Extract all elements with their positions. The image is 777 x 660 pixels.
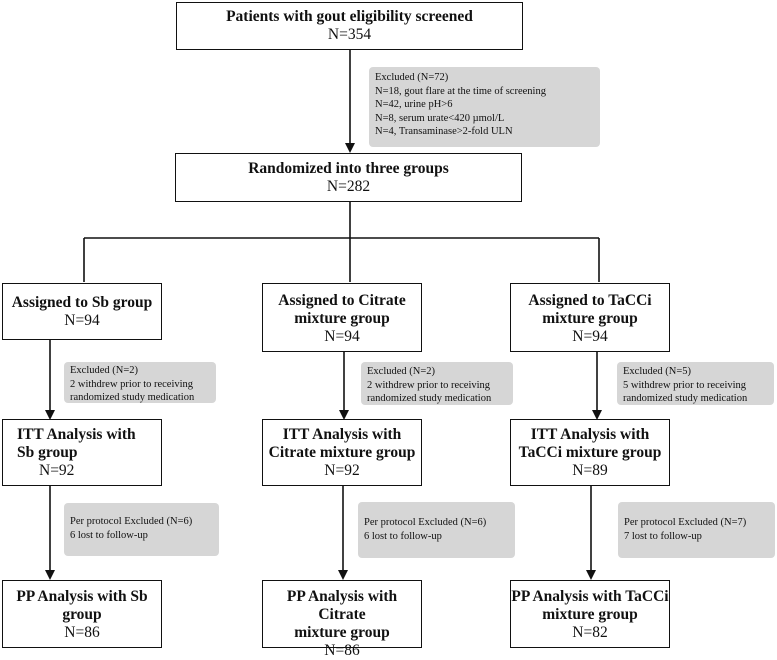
exclusion-line: Excluded (N=2) [367, 366, 436, 377]
screening-exclusion-line: N=42, urine pH>6 [375, 99, 453, 110]
screening-exclusion-line: N=8, serum urate<420 µmol/L [375, 112, 505, 124]
itt-tacci-box: ITT Analysis with TaCCi mixture group N=… [510, 419, 670, 486]
randomized-count: N=282 [326, 178, 371, 195]
pp-sb-title: PP Analysis with Sb [16, 588, 148, 605]
exclusion-line: 6 lost to follow-up [364, 530, 442, 542]
pp-tacci-title: mixture group [542, 606, 638, 623]
itt-citrate-title: Citrate mixture group [268, 444, 416, 461]
exclusion-note-tacci-pp: Per protocol Excluded (N=7) 7 lost to fo… [618, 502, 775, 558]
exclusion-line: randomized study medication [367, 393, 492, 404]
itt-sb-box: ITT Analysis with Sb group N=92 [2, 419, 162, 486]
exclusion-line: randomized study medication [70, 392, 195, 403]
itt-citrate-title: ITT Analysis with [282, 426, 402, 443]
exclusion-note-tacci-treatment: Excluded (N=5) 5 withdrew prior to recei… [617, 362, 774, 405]
exclusion-line: 6 lost to follow-up [70, 529, 148, 541]
assigned-citrate-box: Assigned to Citrate mixture group N=94 [262, 283, 422, 352]
pp-citrate-count: N=86 [324, 642, 360, 659]
screening-exclusion-line: Excluded (N=72) [375, 72, 449, 83]
exclusion-line: Per protocol Excluded (N=6) [70, 516, 193, 527]
screening-exclusion-line: N=18, gout flare at the time of screenin… [375, 85, 546, 97]
itt-tacci-title: TaCCi mixture group [518, 444, 662, 461]
exclusion-line: randomized study medication [623, 393, 748, 404]
randomized-box: Randomized into three groups N=282 [175, 153, 522, 202]
assigned-tacci-title: Assigned to TaCCi [528, 292, 652, 309]
exclusion-line: 5 withdrew prior to receiving [623, 379, 747, 391]
itt-tacci-count: N=89 [572, 462, 608, 479]
screened-box: Patients with gout eligibility screened … [176, 2, 523, 50]
screening-exclusion-note: Excluded (N=72) N=18, gout flare at the … [369, 67, 600, 147]
itt-sb-title: Sb group [17, 444, 78, 461]
exclusion-note-sb-treatment: Excluded (N=2) 2 withdrew prior to recei… [64, 362, 216, 403]
pp-sb-count: N=86 [64, 624, 100, 641]
assigned-tacci-count: N=94 [572, 328, 608, 345]
assigned-tacci-title: mixture group [542, 310, 638, 327]
itt-sb-title: ITT Analysis with [17, 426, 136, 443]
pp-citrate-title: mixture group [294, 624, 390, 641]
exclusion-line: Excluded (N=2) [70, 365, 139, 376]
screened-title: Patients with gout eligibility screened [226, 8, 473, 25]
randomized-title: Randomized into three groups [248, 160, 449, 177]
screening-exclusion-line: N=4, Transaminase>2-fold ULN [375, 126, 513, 137]
assigned-sb-title: Assigned to Sb group [11, 294, 153, 311]
assigned-citrate-count: N=94 [324, 328, 360, 345]
pp-tacci-box: PP Analysis with TaCCi mixture group N=8… [510, 580, 670, 648]
itt-sb-count: N=92 [39, 462, 75, 479]
itt-citrate-count: N=92 [324, 462, 360, 479]
exclusion-line: Per protocol Excluded (N=7) [624, 517, 747, 528]
assigned-citrate-title: Assigned to Citrate [278, 292, 406, 309]
assigned-citrate-title: mixture group [294, 310, 390, 327]
assigned-sb-box: Assigned to Sb group N=94 [2, 283, 162, 340]
exclusion-line: Excluded (N=5) [623, 366, 692, 377]
itt-citrate-box: ITT Analysis with Citrate mixture group … [262, 419, 422, 486]
pp-citrate-box: PP Analysis with Citrate mixture group N… [262, 580, 422, 659]
pp-tacci-title: PP Analysis with TaCCi [511, 588, 669, 605]
exclusion-line: 2 withdrew prior to receiving [70, 378, 194, 390]
assigned-sb-count: N=94 [64, 312, 100, 329]
exclusion-note-citrate-pp: Per protocol Excluded (N=6) 6 lost to fo… [358, 502, 515, 558]
exclusion-line: 7 lost to follow-up [624, 530, 702, 542]
exclusion-line: Per protocol Excluded (N=6) [364, 517, 487, 528]
pp-citrate-title: PP Analysis with Citrate [286, 588, 398, 623]
assigned-tacci-box: Assigned to TaCCi mixture group N=94 [510, 283, 670, 352]
exclusion-line: 2 withdrew prior to receiving [367, 379, 491, 391]
pp-sb-title: group [62, 606, 102, 623]
screened-count: N=354 [327, 26, 372, 43]
exclusion-note-sb-pp: Per protocol Excluded (N=6) 6 lost to fo… [64, 503, 219, 556]
itt-tacci-title: ITT Analysis with [530, 426, 650, 443]
pp-sb-box: PP Analysis with Sb group N=86 [2, 580, 162, 648]
exclusion-note-citrate-treatment: Excluded (N=2) 2 withdrew prior to recei… [361, 362, 513, 405]
pp-tacci-count: N=82 [572, 624, 608, 641]
